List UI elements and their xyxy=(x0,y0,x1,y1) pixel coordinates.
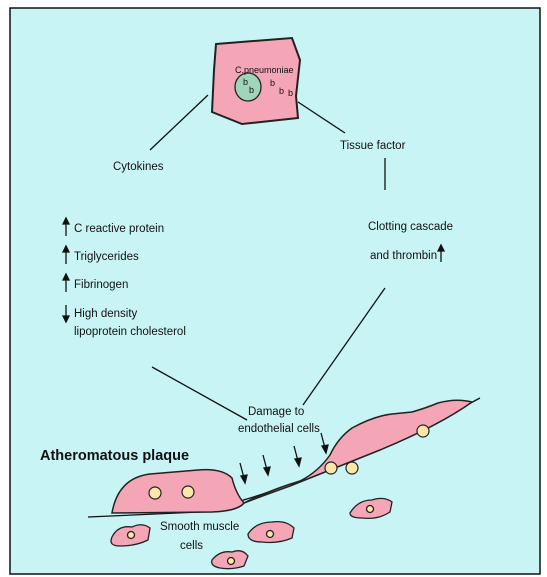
pathogen-cell: b b b b b C.pneumoniae xyxy=(212,38,300,124)
fibrinogen-label: Fibrinogen xyxy=(74,279,128,291)
particle: b xyxy=(243,77,248,87)
triglycerides-label: Triglycerides xyxy=(74,251,139,263)
foam-cell xyxy=(149,487,161,499)
pathogen-label: C.pneumoniae xyxy=(235,65,294,75)
smc-label-line2: cells xyxy=(180,540,203,552)
hdl-label-line1: High density xyxy=(74,308,138,320)
smc-label-line1: Smooth muscle xyxy=(160,521,239,533)
foam-cell xyxy=(182,486,194,498)
clotting-label-line1: Clotting cascade xyxy=(368,221,453,233)
hdl-label-line2: lipoprotein cholesterol xyxy=(74,326,186,338)
particle: b xyxy=(270,78,275,88)
foam-cell xyxy=(325,462,337,474)
particle: b xyxy=(279,86,284,96)
clotting-label-line2: and thrombin xyxy=(370,250,437,262)
particle: b xyxy=(288,88,293,98)
foam-cell xyxy=(346,462,358,474)
tissue-factor-label: Tissue factor xyxy=(340,140,406,152)
damage-label-line1: Damage to xyxy=(248,406,304,418)
cytokines-label: Cytokines xyxy=(113,161,164,173)
crp-label: C reactive protein xyxy=(74,223,164,235)
foam-cell xyxy=(417,425,429,437)
particle: b xyxy=(249,85,254,95)
damage-label-line2: endothelial cells xyxy=(238,423,320,435)
plaque-title: Atheromatous plaque xyxy=(40,448,189,464)
